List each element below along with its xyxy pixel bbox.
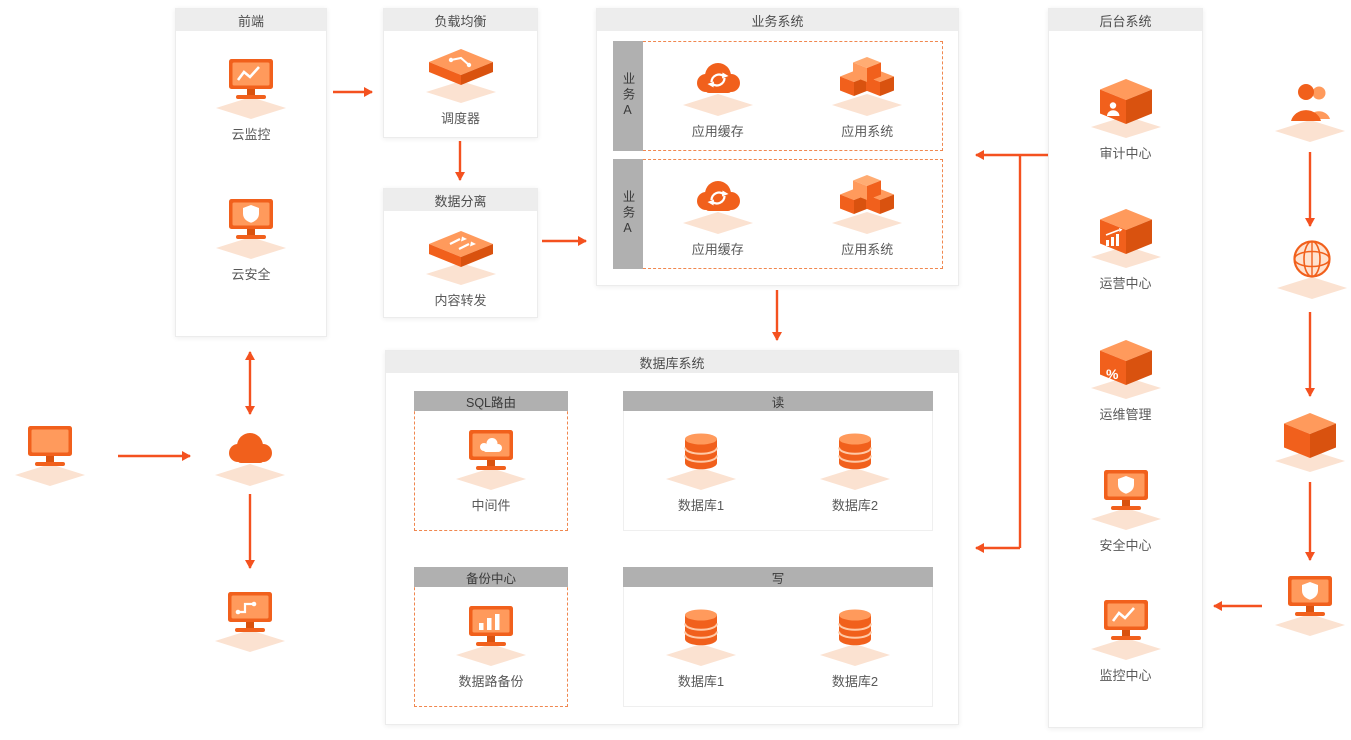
data-split-panel: 数据分离 内容转发 (383, 188, 538, 318)
content-forward-label: 内容转发 (434, 293, 487, 308)
write-db-2-label: 数据库2 (831, 674, 879, 689)
sql-route-title: SQL路由 (414, 391, 568, 411)
app-cache-label: 应用缓存 (691, 124, 744, 139)
middleware-label: 中间件 (471, 498, 511, 513)
cloud-monitor-label: 云监控 (231, 127, 271, 142)
frontend-panel-title: 前端 (176, 9, 326, 31)
database-icon (813, 426, 897, 492)
operation-center-icon (1084, 204, 1168, 270)
business-row-2: 业务A 应用缓存 应用系统 (613, 159, 943, 269)
write-section: 写 数据库1 数据库2 (623, 567, 933, 707)
audit-center-label: 审计中心 (1099, 145, 1152, 161)
node-content-forward: 内容转发 (384, 221, 537, 309)
business-system-panel: 业务系统 业务A 应用缓存 应用系统 业务A 应用缓存 (596, 8, 959, 286)
app-system-icon (825, 170, 909, 236)
node-audit-center: 审计中心 (1084, 74, 1168, 162)
node-app-system-2: 应用系统 (825, 170, 909, 258)
node-app-cache-2: 应用缓存 (676, 170, 760, 258)
database-icon (813, 602, 897, 668)
operation-center-label: 运营中心 (1099, 276, 1152, 292)
scheduler-label: 调度器 (440, 111, 480, 126)
read-db-1-label: 数据库1 (677, 498, 725, 513)
database-system-panel: 数据库系统 SQL路由 中间件 读 数据库1 数据库2 (385, 350, 959, 725)
scheduler-icon (419, 39, 503, 105)
business-row-2-area: 应用缓存 应用系统 (643, 159, 943, 269)
user-icon (1268, 78, 1351, 144)
read-section: 读 数据库1 数据库2 (623, 391, 933, 531)
backend-system-title: 后台系统 (1049, 9, 1202, 31)
gateway-monitor-icon (208, 588, 292, 654)
node-read-db-2: 数据库2 (813, 426, 897, 514)
node-app-system-1: 应用系统 (825, 52, 909, 140)
backend-items: 审计中心 运营中心 % 运维管理 安全中心 监控中心 (1049, 31, 1202, 727)
middleware-icon (449, 426, 533, 492)
security-center-label: 安全中心 (1099, 537, 1152, 553)
security-center-icon (1084, 466, 1168, 532)
write-db-1-label: 数据库1 (677, 674, 725, 689)
app-cache-icon (676, 52, 760, 118)
ops-management-label: 运维管理 (1099, 406, 1152, 422)
content-forward-icon (419, 221, 503, 287)
write-title: 写 (623, 567, 933, 587)
data-split-panel-title: 数据分离 (384, 189, 537, 211)
app-cache-label: 应用缓存 (691, 242, 744, 257)
business-system-title: 业务系统 (597, 9, 958, 31)
node-operation-center: 运营中心 (1084, 204, 1168, 292)
business-row-2-side-label: 业务A (613, 159, 643, 269)
node-data-backup: 数据路备份 (449, 602, 533, 690)
database-icon (659, 426, 743, 492)
business-row-1-side-label: 业务A (613, 41, 643, 151)
load-balancer-panel-title: 负载均衡 (384, 9, 537, 31)
cloud-icon (208, 422, 292, 488)
ops-management-icon: % (1084, 335, 1168, 401)
cloud-monitor-icon (209, 55, 293, 121)
node-ops-management: % 运维管理 (1084, 335, 1168, 423)
backend-system-panel: 后台系统 审计中心 运营中心 % 运维管理 安全中心 监控中心 (1048, 8, 1203, 728)
node-app-cache-1: 应用缓存 (676, 52, 760, 140)
node-middleware: 中间件 (449, 426, 533, 514)
load-balancer-panel: 负载均衡 调度器 (383, 8, 538, 138)
node-cloud-security: 云安全 (176, 195, 326, 283)
app-cache-icon (676, 170, 760, 236)
cloud-security-label: 云安全 (231, 267, 271, 282)
service-cube-icon (1268, 408, 1351, 474)
business-row-1-area: 应用缓存 应用系统 (643, 41, 943, 151)
frontend-panel: 前端 云监控 云安全 (175, 8, 327, 337)
audit-center-icon (1084, 74, 1168, 140)
svg-text:%: % (1106, 366, 1119, 382)
internet-globe-icon (1270, 235, 1351, 301)
backup-title: 备份中心 (414, 567, 568, 587)
data-backup-icon (449, 602, 533, 668)
business-row-1: 业务A 应用缓存 应用系统 (613, 41, 943, 151)
app-system-icon (825, 52, 909, 118)
node-cloud-monitor: 云监控 (176, 55, 326, 143)
node-read-db-1: 数据库1 (659, 426, 743, 514)
node-scheduler: 调度器 (384, 39, 537, 127)
node-security-center: 安全中心 (1084, 466, 1168, 554)
node-write-db-2: 数据库2 (813, 602, 897, 690)
security-monitor-icon (1268, 572, 1351, 638)
monitor-center-icon (1084, 596, 1168, 662)
node-monitor-center: 监控中心 (1084, 596, 1168, 684)
node-write-db-1: 数据库1 (659, 602, 743, 690)
sql-route-section: SQL路由 中间件 (414, 391, 568, 531)
client-terminal-icon (8, 422, 92, 488)
read-title: 读 (623, 391, 933, 411)
app-system-label: 应用系统 (841, 124, 894, 139)
app-system-label: 应用系统 (841, 242, 894, 257)
read-db-2-label: 数据库2 (831, 498, 879, 513)
database-system-title: 数据库系统 (386, 351, 958, 373)
cloud-security-icon (209, 195, 293, 261)
database-icon (659, 602, 743, 668)
backup-section: 备份中心 数据路备份 (414, 567, 568, 707)
data-backup-label: 数据路备份 (458, 674, 524, 689)
monitor-center-label: 监控中心 (1099, 668, 1152, 684)
